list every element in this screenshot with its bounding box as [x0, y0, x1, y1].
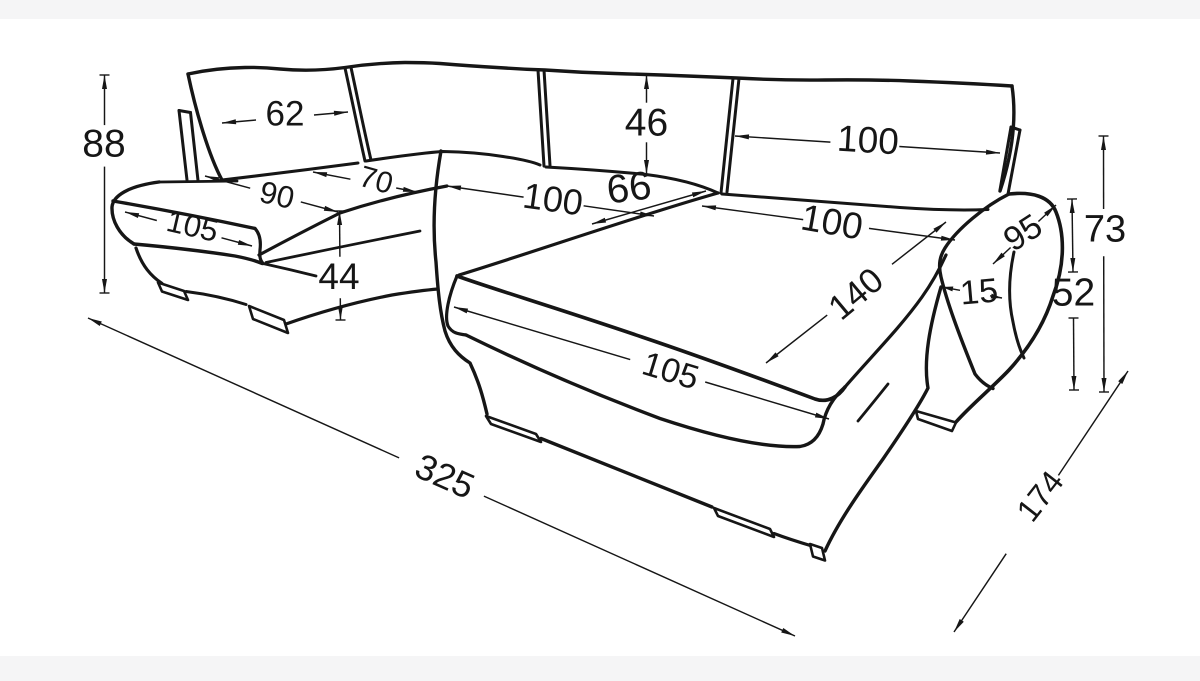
svg-text:66: 66 [604, 163, 654, 212]
svg-text:15: 15 [959, 271, 1000, 312]
svg-text:100: 100 [520, 175, 585, 224]
svg-text:62: 62 [266, 95, 305, 134]
svg-text:100: 100 [836, 118, 900, 163]
svg-text:52: 52 [1052, 272, 1095, 315]
svg-text:88: 88 [82, 123, 125, 166]
svg-text:73: 73 [1084, 209, 1126, 251]
svg-text:44: 44 [318, 256, 359, 297]
svg-text:90: 90 [256, 174, 297, 216]
svg-text:46: 46 [625, 102, 668, 145]
